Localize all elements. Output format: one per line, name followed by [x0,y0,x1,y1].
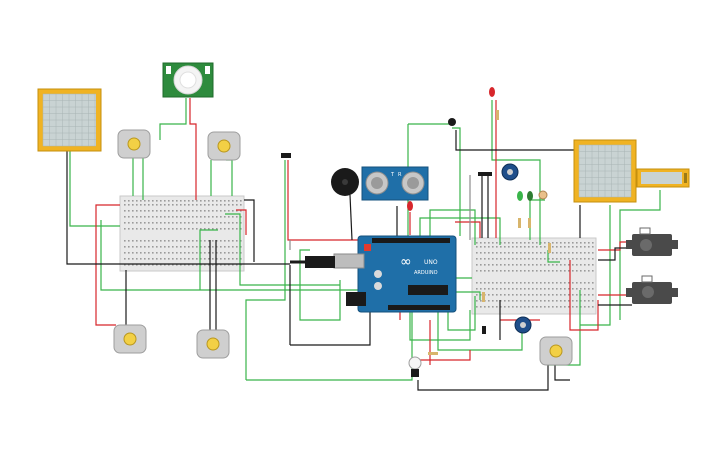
wire-green [299,249,341,321]
wire-green [437,310,523,351]
wire-black [455,130,575,151]
lcd-16x2[interactable] [636,168,690,188]
wire-green [199,229,218,290]
wire-red [95,204,120,326]
dc-motor[interactable] [207,131,241,161]
arduino-uno-board[interactable]: ∞ UNO ARDUINO [333,235,457,313]
wire-red [287,160,360,241]
wire-black [417,365,549,391]
wire-green [619,190,661,320]
arduino-label-arduino: ARDUINO [414,270,438,276]
lcd-display-left[interactable] [37,88,102,152]
wire-red [455,221,481,238]
piezo-buzzer[interactable] [331,168,359,196]
wire-red [189,98,197,200]
wire-black [290,310,371,346]
wire-green [452,127,461,236]
usb-cable [290,256,335,268]
resistor[interactable] [518,218,521,228]
led-red[interactable] [489,87,495,97]
light-bulb[interactable] [408,356,422,377]
wire-green [159,98,187,140]
wire-black [244,199,255,262]
wire-green [429,209,476,245]
wire-green [409,300,471,341]
breadboard-right[interactable] [471,237,597,315]
servo-motor[interactable] [626,275,678,304]
servo-motor[interactable] [626,227,678,256]
resistor[interactable] [528,218,531,228]
led-red[interactable] [407,201,413,211]
diode[interactable] [482,326,486,334]
dc-motor[interactable] [113,324,147,354]
arduino-logo: ∞ [400,254,412,270]
potentiometer[interactable] [514,316,532,334]
wire-green [69,150,120,227]
photoresistor[interactable] [538,190,548,200]
resistor[interactable] [496,110,499,120]
wire-green [246,310,413,381]
breadboard-left[interactable] [119,195,245,272]
lcd-display-right[interactable] [573,139,637,203]
wire-green [580,205,611,326]
wire-green [245,160,286,380]
wire-green [547,250,560,263]
wire-green [447,296,476,331]
resistor[interactable] [548,243,551,253]
pir-sensor[interactable] [162,62,214,98]
wire-red [569,260,599,331]
wire-black [598,247,632,261]
wire-green [491,100,541,245]
ultrasonic-label-t: T [390,172,395,178]
dc-motor[interactable] [539,336,573,366]
ultrasonic-label-r: R [398,172,402,178]
wire-black [554,365,570,381]
led-green[interactable] [527,191,533,201]
wire-red [420,350,471,361]
dc-motor[interactable] [117,129,151,159]
wire-black [349,194,353,241]
wire-connector [281,153,492,176]
wire-green [226,159,233,196]
potentiometer[interactable] [501,163,519,181]
led-green[interactable] [517,191,523,201]
wire-green [419,217,501,245]
ultrasonic-sensor[interactable]: T R [361,166,429,201]
wire-green [529,199,545,240]
wire-green [456,291,481,300]
resistor[interactable] [428,352,438,355]
tilt-sensor[interactable] [448,118,456,126]
resistor[interactable] [482,292,485,302]
wire-red [236,209,247,235]
arduino-label-uno: UNO [424,259,438,266]
dc-motor[interactable] [196,329,230,359]
